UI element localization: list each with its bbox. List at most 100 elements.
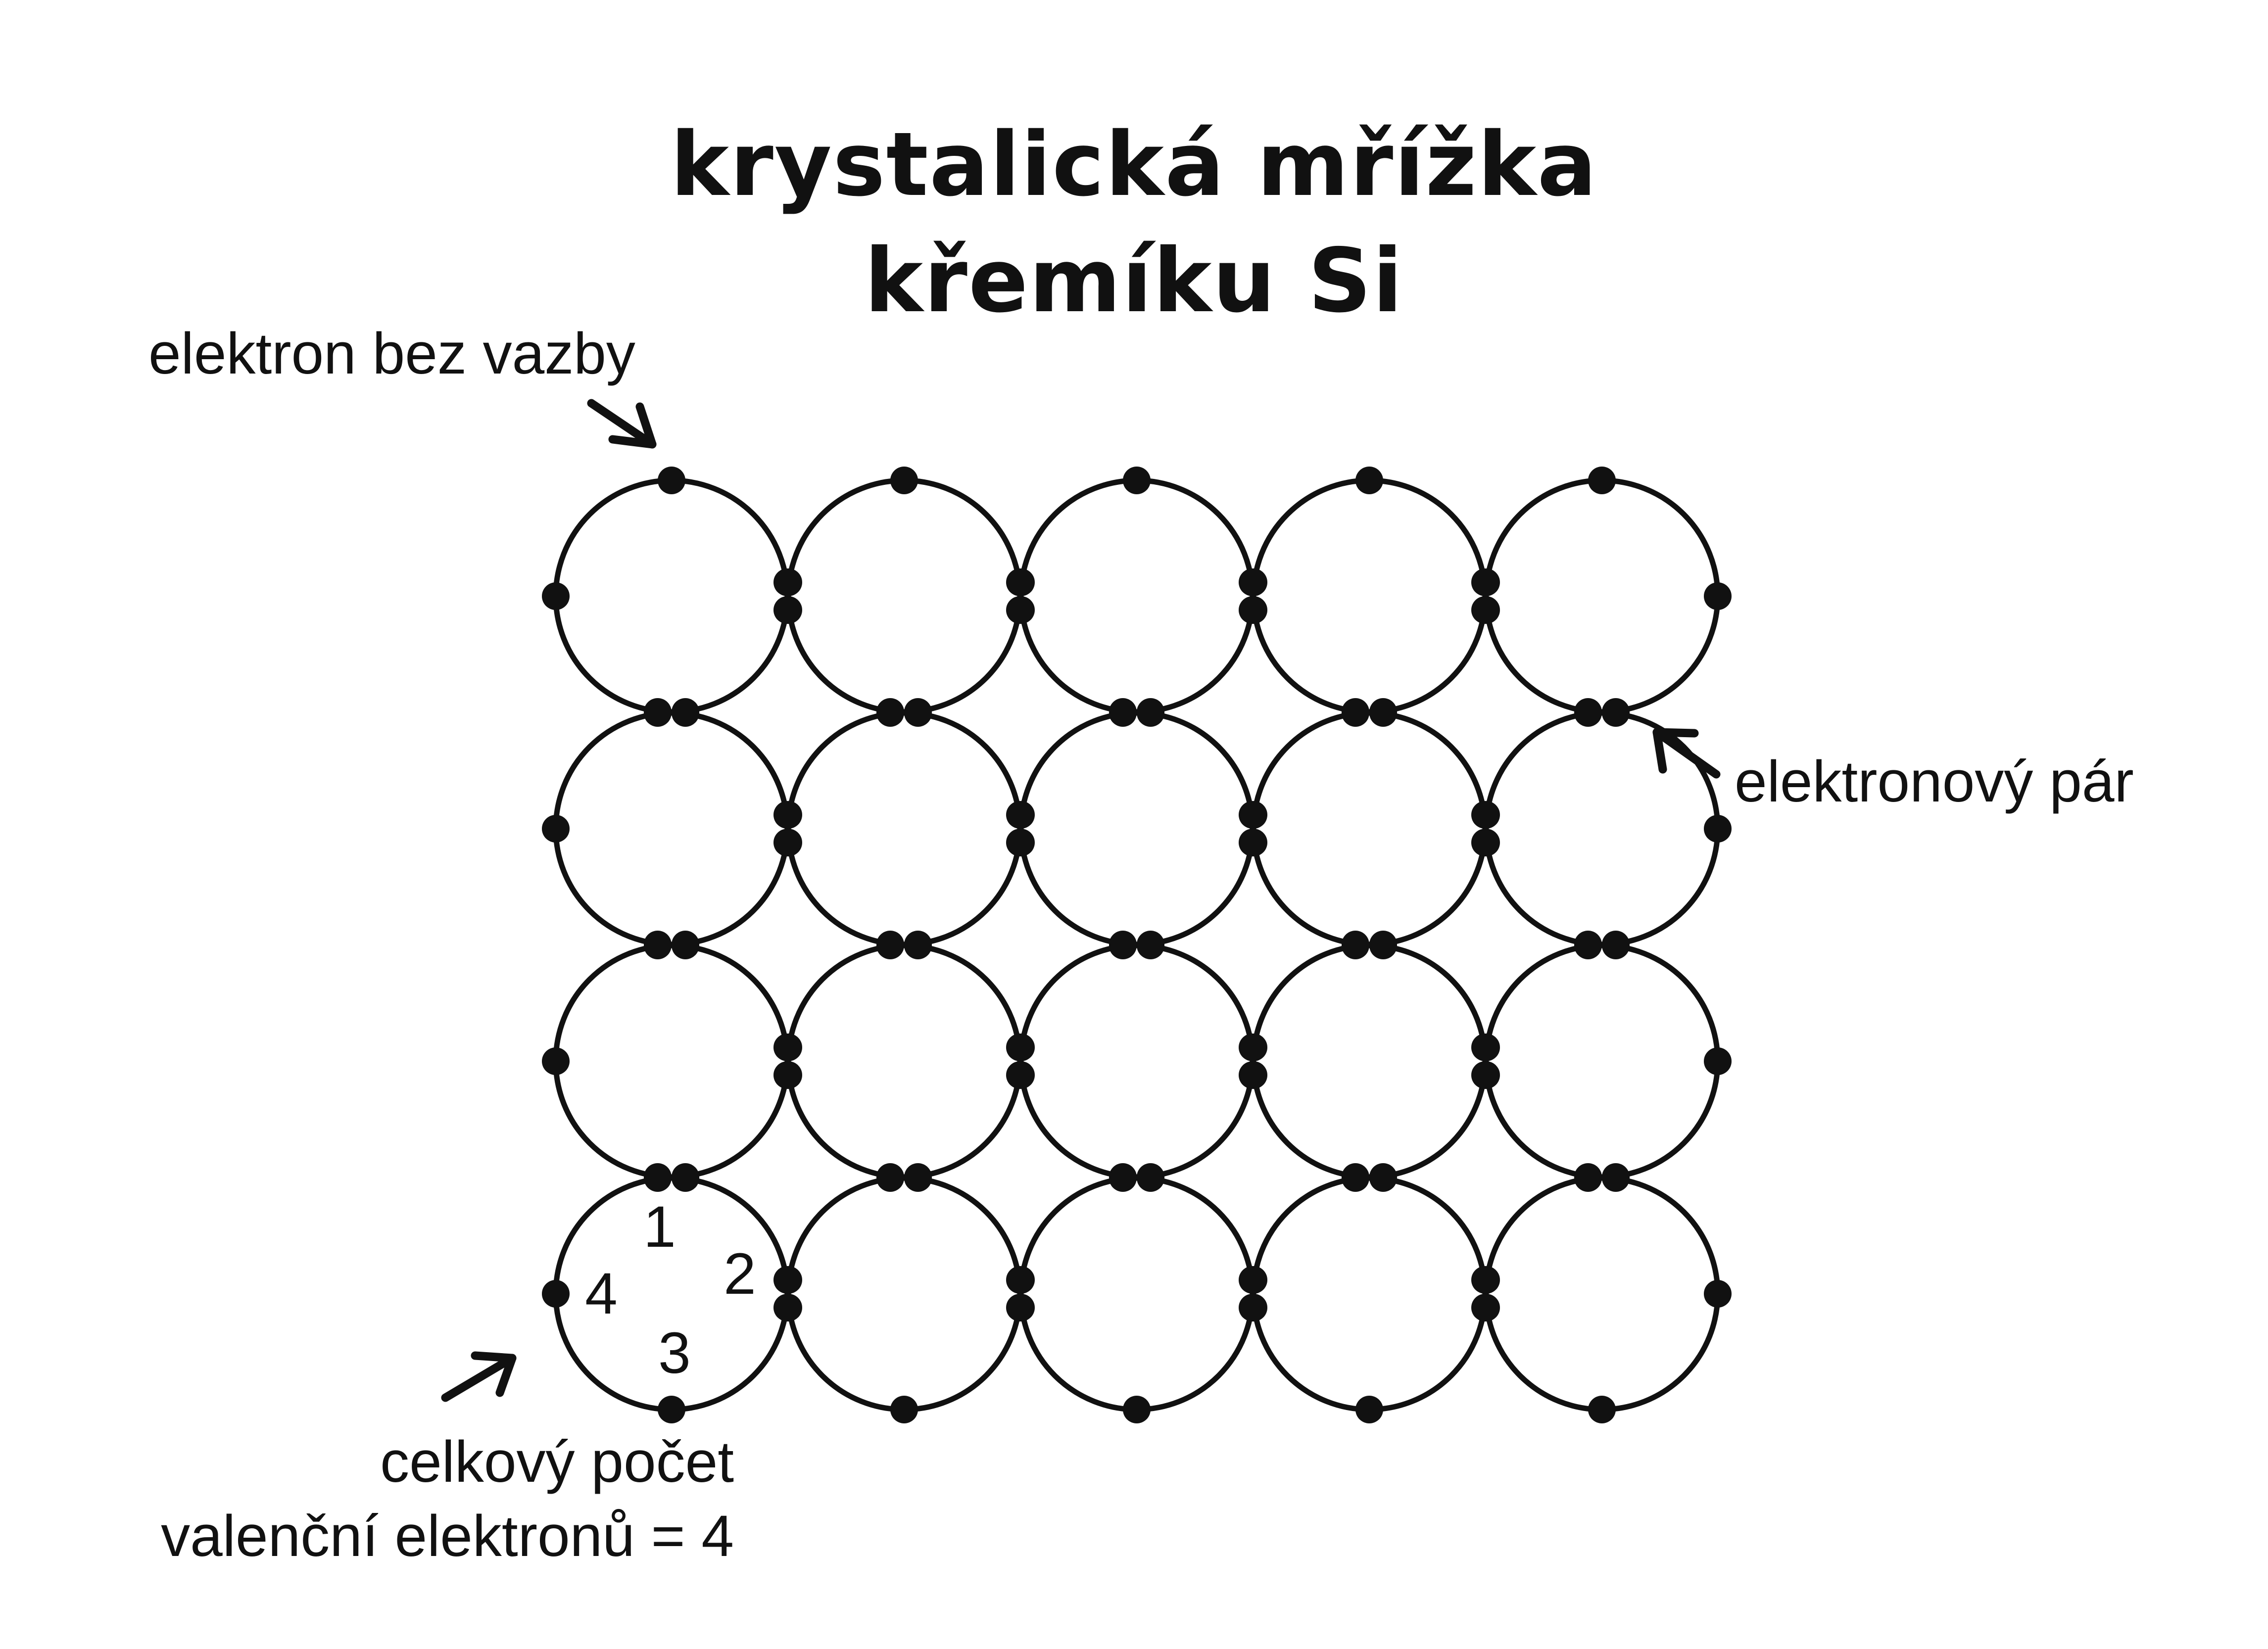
unbound-electron-dot: [1123, 1396, 1151, 1423]
unbound-electron-dot: [890, 467, 918, 494]
bonded-electron-dot: [1472, 1266, 1500, 1294]
arrow-total-valence-icon: [441, 1351, 517, 1402]
bonded-electron-dot: [1472, 1294, 1500, 1321]
bonded-electron-dot: [1007, 1061, 1035, 1089]
unbound-electron-dot: [542, 1047, 570, 1075]
bonded-electron-dot: [1602, 699, 1630, 727]
atom-shell: [553, 710, 790, 947]
bonded-electron-dot: [876, 932, 904, 959]
label-total-valence: celkový počet valenční elektronů = 4: [161, 1425, 734, 1573]
bonded-electron-dot: [1109, 699, 1137, 727]
bonded-electron-dot: [904, 699, 932, 727]
label-total-line-1: celkový počet: [380, 1429, 734, 1495]
bonded-electron-dot: [1472, 829, 1500, 856]
unbound-electron-dot: [658, 467, 685, 494]
unbound-electron-dot: [1355, 1396, 1383, 1423]
atom-shell: [785, 710, 1023, 947]
bonded-electron-dot: [1472, 596, 1500, 624]
bonded-electron-dot: [1007, 801, 1035, 829]
bonded-electron-dot: [1574, 1164, 1602, 1192]
bonded-electron-dot: [1007, 1266, 1035, 1294]
bonded-electron-dot: [1240, 1266, 1267, 1294]
atom-shell: [1018, 710, 1255, 947]
bonded-electron-dot: [1007, 596, 1035, 624]
bonded-electron-dot: [644, 699, 672, 727]
unbound-electron-dot: [1704, 1280, 1732, 1308]
bonded-electron-dot: [876, 699, 904, 727]
bonded-electron-dot: [876, 1164, 904, 1192]
atom-shell: [1018, 1175, 1255, 1413]
unbound-electron-dot: [1704, 582, 1732, 610]
bonded-electron-dot: [1109, 1164, 1137, 1192]
bonded-electron-dot: [1472, 1034, 1500, 1061]
bonded-electron-dot: [1342, 699, 1369, 727]
arrow-unbound-electron-icon: [587, 399, 657, 449]
bonded-electron-dot: [1472, 1061, 1500, 1089]
bonded-electron-dot: [644, 932, 672, 959]
bonded-electron-dot: [1007, 829, 1035, 856]
bonded-electron-dot: [644, 1164, 672, 1192]
bonded-electron-dot: [1240, 1034, 1267, 1061]
arrow-electron-pair-icon: [1652, 728, 1721, 779]
bonded-electron-dot: [1240, 596, 1267, 624]
electron-dots: [542, 467, 1732, 1423]
bonded-electron-dot: [1240, 801, 1267, 829]
bonded-electron-dot: [904, 1164, 932, 1192]
unbound-electron-dot: [1704, 815, 1732, 843]
bonded-electron-dot: [1007, 568, 1035, 596]
atom-shell: [785, 1175, 1023, 1413]
atom-shell: [785, 477, 1023, 715]
label-electron-pair: elektronový pár: [1735, 749, 2134, 814]
electron-number-2: 2: [724, 1241, 756, 1307]
bonded-electron-dot: [1574, 932, 1602, 959]
label-total-line-2: valenční elektronů = 4: [161, 1504, 734, 1569]
bonded-electron-dot: [1137, 932, 1164, 959]
bonded-electron-dot: [1240, 829, 1267, 856]
bonded-electron-dot: [774, 829, 802, 856]
atom-shell: [1018, 477, 1255, 715]
title-line-2: křemíku Si: [864, 230, 1404, 332]
atom-shell: [1251, 942, 1488, 1180]
bonded-electron-dot: [672, 1164, 699, 1192]
bonded-electron-dot: [1240, 1294, 1267, 1321]
pointer-arrows: [441, 399, 1721, 1402]
bonded-electron-dot: [1369, 1164, 1397, 1192]
bonded-electron-dot: [904, 932, 932, 959]
title-line-1: krystalická mřížka: [670, 113, 1598, 216]
electron-number-4: 4: [585, 1261, 618, 1326]
atom-shell: [785, 942, 1023, 1180]
unbound-electron-dot: [542, 582, 570, 610]
bonded-electron-dot: [1342, 1164, 1369, 1192]
bonded-electron-dot: [1602, 1164, 1630, 1192]
unbound-electron-dot: [890, 1396, 918, 1423]
atom-shell: [1018, 942, 1255, 1180]
bonded-electron-dot: [1472, 568, 1500, 596]
bonded-electron-dot: [672, 932, 699, 959]
bonded-electron-dot: [1007, 1034, 1035, 1061]
bonded-electron-dot: [1574, 699, 1602, 727]
atom-shell: [1483, 942, 1721, 1180]
atom-shell: [1483, 1175, 1721, 1413]
bonded-electron-dot: [1602, 932, 1630, 959]
unbound-electron-dot: [1123, 467, 1151, 494]
unbound-electron-dot: [658, 1396, 685, 1423]
atom-shell: [1251, 1175, 1488, 1413]
bonded-electron-dot: [774, 1034, 802, 1061]
atom-electron-numbers: 1 2 3 4: [585, 1194, 756, 1386]
bonded-electron-dot: [774, 1266, 802, 1294]
bonded-electron-dot: [1342, 932, 1369, 959]
atom-shell: [553, 477, 790, 715]
bonded-electron-dot: [1240, 1061, 1267, 1089]
label-unbound-electron: elektron bez vazby: [148, 321, 635, 386]
bonded-electron-dot: [774, 568, 802, 596]
bonded-electron-dot: [774, 596, 802, 624]
electron-number-1: 1: [643, 1194, 676, 1260]
diagram-title: krystalická mřížka křemíku Si: [0, 106, 2268, 339]
atom-shell: [1251, 477, 1488, 715]
bonded-electron-dot: [774, 1294, 802, 1321]
atom-shell: [1483, 477, 1721, 715]
atom-shell: [1251, 710, 1488, 947]
electron-number-3: 3: [658, 1320, 691, 1386]
bonded-electron-dot: [774, 801, 802, 829]
